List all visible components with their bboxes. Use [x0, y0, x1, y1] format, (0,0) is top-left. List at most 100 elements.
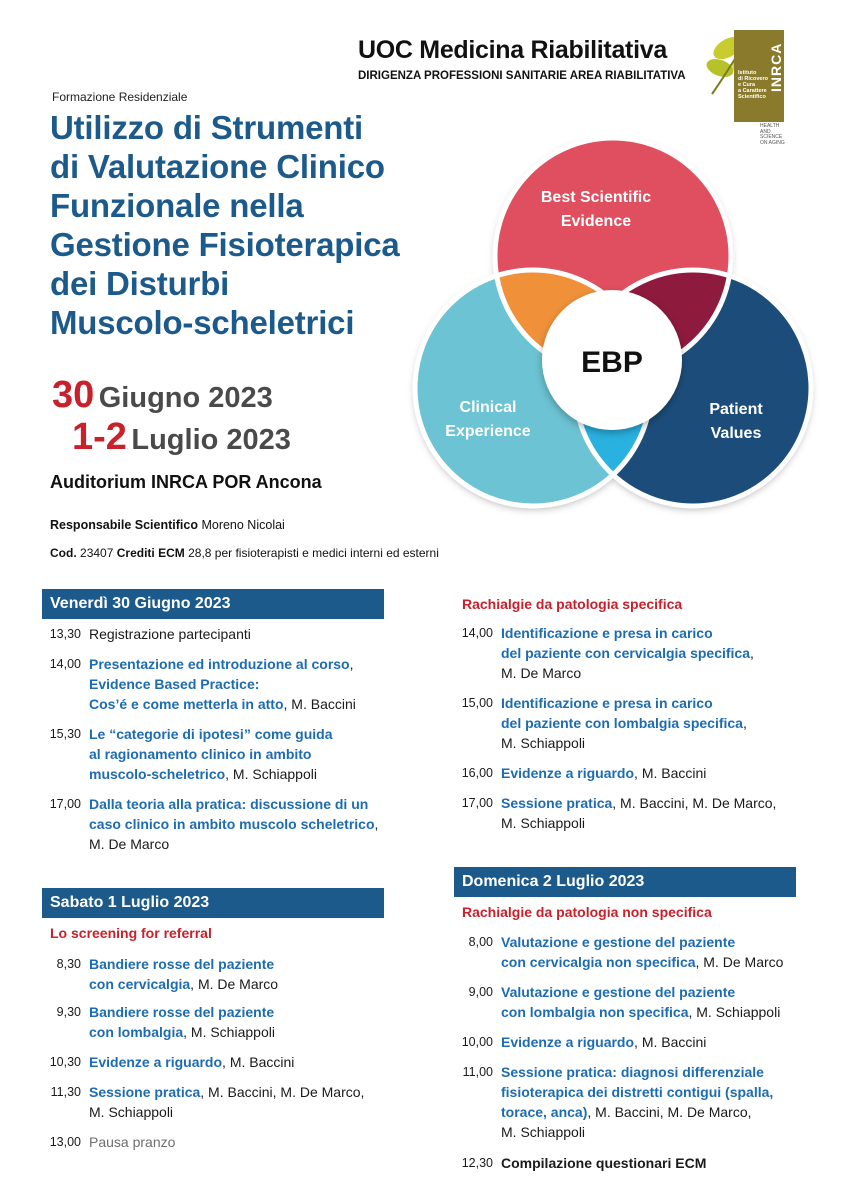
session-title: Presentazione ed introduzione al corso [89, 656, 350, 672]
schedule-time: 12,30 [461, 1156, 493, 1170]
event-type: Formazione Residenziale [52, 90, 188, 104]
schedule-content: Valutazione e gestione del paziente con l… [501, 982, 780, 1022]
schedule-time: 10,30 [49, 1055, 81, 1069]
session-title: Valutazione e gestione del paziente [501, 984, 736, 1000]
session-title: Sessione pratica: diagnosi differenziale [501, 1064, 764, 1080]
logo-tag-line: AND SCIENCE [760, 128, 783, 140]
schedule-time: 11,30 [50, 1085, 81, 1099]
schedule-line: Valutazione e gestione del paziente [501, 932, 783, 952]
scientific-manager: Responsabile Scientifico Moreno Nicolai [50, 518, 285, 532]
session-text: , M. Baccini [634, 765, 707, 781]
session-text: , M. Schiappoli [183, 1024, 275, 1040]
resp-label: Responsabile Scientifico [50, 518, 198, 532]
inrca-logo: INRCA Istituto di Ricovero e Cura a Cara… [704, 24, 788, 145]
schedule-time: 13,30 [49, 627, 81, 641]
schedule-line: M. De Marco [501, 663, 754, 683]
schedule-line: torace, anca), M. Baccini, M. De Marco, [501, 1102, 773, 1122]
schedule-time: 10,00 [461, 1035, 493, 1049]
schedule-line: M. Schiappoli [89, 1102, 364, 1122]
schedule-line: Evidenze a riguardo, M. Baccini [501, 763, 706, 783]
logo-box [734, 30, 784, 122]
label-clinical-1: Clinical [460, 399, 517, 416]
schedule-content: Evidenze a riguardo, M. Baccini [89, 1052, 294, 1072]
cod-label: Cod. [50, 546, 77, 560]
schedule-line: Valutazione e gestione del paziente [501, 982, 780, 1002]
schedule-line: al ragionamento clinico in ambito [89, 744, 333, 764]
schedule-time: 14,00 [49, 657, 81, 671]
logo-tagline: HEALTH AND SCIENCE ON AGING [760, 123, 788, 146]
schedule-content: Registrazione partecipanti [89, 624, 251, 644]
session-text: , M. Baccini, M. De Marco, [587, 1104, 752, 1120]
schedule-line: del paziente con lombalgia specifica, [501, 713, 747, 733]
day3-subheader: Rachialgie da patologia non specifica [462, 904, 712, 920]
session-title: Evidenze a riguardo [501, 765, 635, 781]
cod-value: 23407 [80, 546, 114, 560]
session-text: , [349, 656, 354, 672]
logo-lines: Istituto di Ricovero e Cura a Carattere … [738, 70, 768, 100]
session-title: del paziente con cervicalgia specifica [501, 645, 750, 661]
session-title: Sessione pratica [501, 795, 613, 811]
logo-tag-line: ON AGING [760, 139, 785, 146]
session-text: M. Schiappoli [89, 1104, 174, 1120]
session-title: con lombalgia [89, 1024, 184, 1040]
schedule-line: Cos’é e come metterla in atto, M. Baccin… [89, 694, 356, 714]
session-text: M. De Marco [89, 836, 170, 852]
title-line: Muscolo-scheletrici [50, 304, 355, 341]
schedule-time: 13,00 [49, 1135, 81, 1149]
session-title: del paziente con lombalgia specifica [501, 715, 743, 731]
session-text: M. Schiappoli [501, 1124, 586, 1140]
schedule-line: Le “categorie di ipotesi” come guida [89, 724, 333, 744]
session-text: , [750, 645, 754, 661]
schedule-line: Compilazione questionari ECM [501, 1153, 706, 1173]
session-text: , M. Baccini [634, 1034, 707, 1050]
schedule-content: Compilazione questionari ECM [501, 1153, 706, 1173]
schedule-time: 16,00 [461, 766, 493, 780]
session-title: Cos’é e come metterla in atto [89, 696, 284, 712]
day1-header: Venerdì 30 Giugno 2023 [42, 589, 384, 619]
schedule-line: Sessione pratica, M. Baccini, M. De Marc… [89, 1082, 364, 1102]
session-text: , M. Baccini, M. De Marco, [200, 1084, 365, 1100]
schedule-content: Valutazione e gestione del paziente con c… [501, 932, 783, 972]
session-title: Evidenze a riguardo [501, 1034, 635, 1050]
schedule-line: Dalla teoria alla pratica: discussione d… [89, 794, 378, 814]
schedule-line: con cervicalgia, M. De Marco [89, 974, 278, 994]
schedule-content: Presentazione ed introduzione al corso,E… [89, 654, 356, 714]
session-title: Valutazione e gestione del paziente [501, 934, 736, 950]
ecm-credits: Cod. 23407 Crediti ECM 28,8 per fisioter… [50, 546, 439, 560]
session-text: , M. Schiappoli [688, 1004, 781, 1020]
logo-line: e Cura [738, 82, 756, 88]
ebp-label: EBP [581, 346, 643, 379]
session-title: muscolo-scheletrico [89, 766, 226, 782]
schedule-line: M. Schiappoli [501, 813, 776, 833]
date-text: Giugno 2023 [98, 382, 273, 414]
schedule-content: Pausa pranzo [89, 1132, 175, 1152]
schedule-line: Evidence Based Practice: [89, 674, 356, 694]
day3-header: Domenica 2 Luglio 2023 [454, 867, 796, 897]
session-title: Evidenze a riguardo [89, 1054, 223, 1070]
schedule-line: Sessione pratica, M. Baccini, M. De Marc… [501, 793, 776, 813]
schedule-content: Dalla teoria alla pratica: discussione d… [89, 794, 378, 854]
schedule-line: Evidenze a riguardo, M. Baccini [89, 1052, 294, 1072]
day2-subheader: Lo screening for referral [50, 925, 212, 941]
session-text: , M. De Marco [190, 976, 279, 992]
schedule-time: 17,00 [461, 796, 493, 810]
schedule-line: M. Schiappoli [501, 733, 747, 753]
session-title: torace, anca) [501, 1104, 588, 1120]
date-first: 30 Giugno 2023 [52, 374, 273, 417]
label-patient-2: Values [711, 425, 762, 442]
schedule-time: 15,00 [461, 696, 493, 710]
session-text: Compilazione questionari ECM [501, 1155, 707, 1171]
schedule-line: Presentazione ed introduzione al corso, [89, 654, 356, 674]
session-title: con lombalgia non specifica [501, 1004, 689, 1020]
session-title: con cervicalgia non specifica [501, 954, 696, 970]
schedule-time: 9,00 [468, 985, 493, 999]
schedule-content: Evidenze a riguardo, M. Baccini [501, 763, 706, 783]
schedule-line: con lombalgia non specifica, M. Schiappo… [501, 1002, 780, 1022]
session-title: Dalla teoria alla pratica: discussione d… [89, 796, 369, 812]
date-second: 1-2 Luglio 2023 [72, 416, 291, 459]
schedule-line: del paziente con cervicalgia specifica, [501, 643, 754, 663]
schedule-line: Evidenze a riguardo, M. Baccini [501, 1032, 706, 1052]
organization-title: UOC Medicina Riabilitativa [358, 36, 667, 64]
schedule-line: Bandiere rosse del paziente [89, 954, 278, 974]
